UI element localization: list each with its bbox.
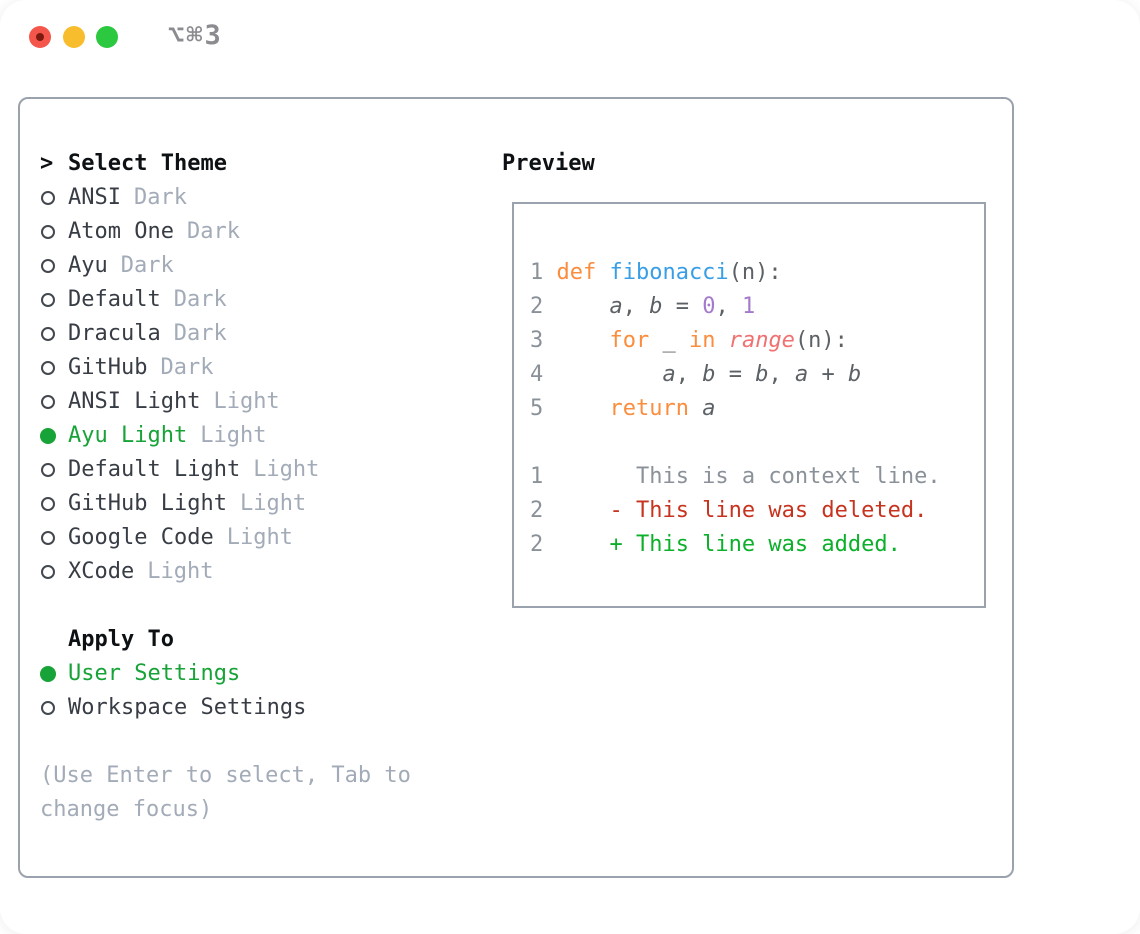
line-number: 4	[530, 362, 544, 387]
radio-icon	[41, 259, 55, 273]
code-line: 2 a, b = 0, 1	[530, 290, 974, 324]
code-line: 5 return a	[530, 392, 974, 426]
selection-caret-icon: >	[40, 151, 54, 176]
apply-option-label: User Settings	[68, 661, 241, 686]
theme-item-github[interactable]: GitHub Dark	[40, 351, 452, 385]
select-theme-header: > Select Theme	[40, 147, 452, 181]
line-number: 1	[530, 464, 544, 489]
theme-item-xcode[interactable]: XCode Light	[40, 555, 452, 589]
theme-item-label: Ayu Light	[68, 423, 188, 448]
spacer	[40, 589, 452, 623]
line-number: 3	[530, 328, 544, 353]
zoom-button-icon[interactable]	[96, 26, 118, 48]
theme-variant-badge: Light	[213, 389, 280, 414]
theme-item-ayu-light[interactable]: Ayu Light Light	[40, 419, 452, 453]
window-shortcut-label: ⌥⌘3	[168, 20, 223, 51]
theme-item-google-code[interactable]: Google Code Light	[40, 521, 452, 555]
line-number	[530, 426, 556, 460]
radio-selected-icon	[40, 428, 56, 444]
radio-icon	[41, 565, 55, 579]
theme-item-label: Default Light	[68, 457, 241, 482]
theme-item-atom-one[interactable]: Atom One Dark	[40, 215, 452, 249]
theme-item-dracula[interactable]: Dracula Dark	[40, 317, 452, 351]
apply-option-user-settings[interactable]: User Settings	[40, 657, 452, 691]
theme-item-label: Google Code	[68, 525, 214, 550]
radio-icon	[41, 497, 55, 511]
preview-title: Preview	[502, 151, 595, 176]
theme-variant-badge: Dark	[120, 253, 174, 278]
theme-item-default[interactable]: Default Dark	[40, 283, 452, 317]
line-number: 1	[530, 260, 544, 285]
theme-variant-badge: Dark	[173, 287, 227, 312]
theme-variant-badge: Dark	[133, 185, 187, 210]
radio-icon	[41, 293, 55, 307]
theme-variant-badge: Dark	[173, 321, 227, 346]
theme-item-label: XCode	[68, 559, 135, 584]
radio-icon	[41, 327, 55, 341]
theme-item-label: Default	[68, 287, 161, 312]
theme-item-label: Ayu	[68, 253, 108, 278]
theme-item-ansi[interactable]: ANSI Dark	[40, 181, 452, 215]
code-line: 2 - This line was deleted.	[530, 494, 974, 528]
radio-selected-icon	[40, 666, 56, 682]
theme-variant-badge: Light	[200, 423, 267, 448]
radio-icon	[41, 361, 55, 375]
theme-variant-badge: Light	[253, 457, 320, 482]
apply-to-title: Apply To	[68, 627, 174, 652]
theme-item-label: GitHub	[68, 355, 148, 380]
theme-variant-badge: Light	[147, 559, 214, 584]
select-theme-title: Select Theme	[68, 151, 227, 176]
apply-option-workspace-settings[interactable]: Workspace Settings	[40, 691, 452, 725]
line-number: 2	[530, 498, 544, 523]
theme-item-ayu[interactable]: Ayu Dark	[40, 249, 452, 283]
line-number: 2	[530, 294, 544, 319]
theme-variant-badge: Light	[239, 491, 307, 516]
code-line: 1 This is a context line.	[530, 460, 974, 494]
theme-item-label: Dracula	[68, 321, 161, 346]
line-number: 5	[530, 396, 544, 421]
close-button-icon[interactable]	[29, 26, 51, 48]
theme-item-label: ANSI	[68, 185, 121, 210]
line-number: 2	[530, 532, 544, 557]
titlebar: ⌥⌘3	[0, 0, 1140, 74]
radio-icon	[41, 395, 55, 409]
code-line: 4 a, b = b, a + b	[530, 358, 974, 392]
apply-option-label: Workspace Settings	[68, 695, 307, 720]
theme-variant-badge: Dark	[186, 219, 240, 244]
radio-icon	[41, 531, 55, 545]
radio-icon	[41, 701, 55, 715]
keyboard-hint: (Use Enter to select, Tab to change focu…	[40, 763, 411, 822]
theme-item-ansi-light[interactable]: ANSI Light Light	[40, 385, 452, 419]
code-line: 2 + This line was added.	[530, 528, 974, 562]
minimize-button-icon[interactable]	[63, 26, 85, 48]
code-line	[530, 426, 974, 460]
radio-icon	[41, 463, 55, 477]
theme-item-label: GitHub Light	[68, 491, 227, 516]
theme-variant-badge: Dark	[160, 355, 214, 380]
theme-item-label: ANSI Light	[68, 389, 201, 414]
code-line: 3 for _ in range(n):	[530, 324, 974, 358]
theme-variant-badge: Light	[226, 525, 293, 550]
radio-icon	[41, 191, 55, 205]
theme-item-github-light[interactable]: GitHub Light Light	[40, 487, 452, 521]
theme-item-default-light[interactable]: Default Light Light	[40, 453, 452, 487]
radio-icon	[41, 225, 55, 239]
theme-item-label: Atom One	[68, 219, 174, 244]
